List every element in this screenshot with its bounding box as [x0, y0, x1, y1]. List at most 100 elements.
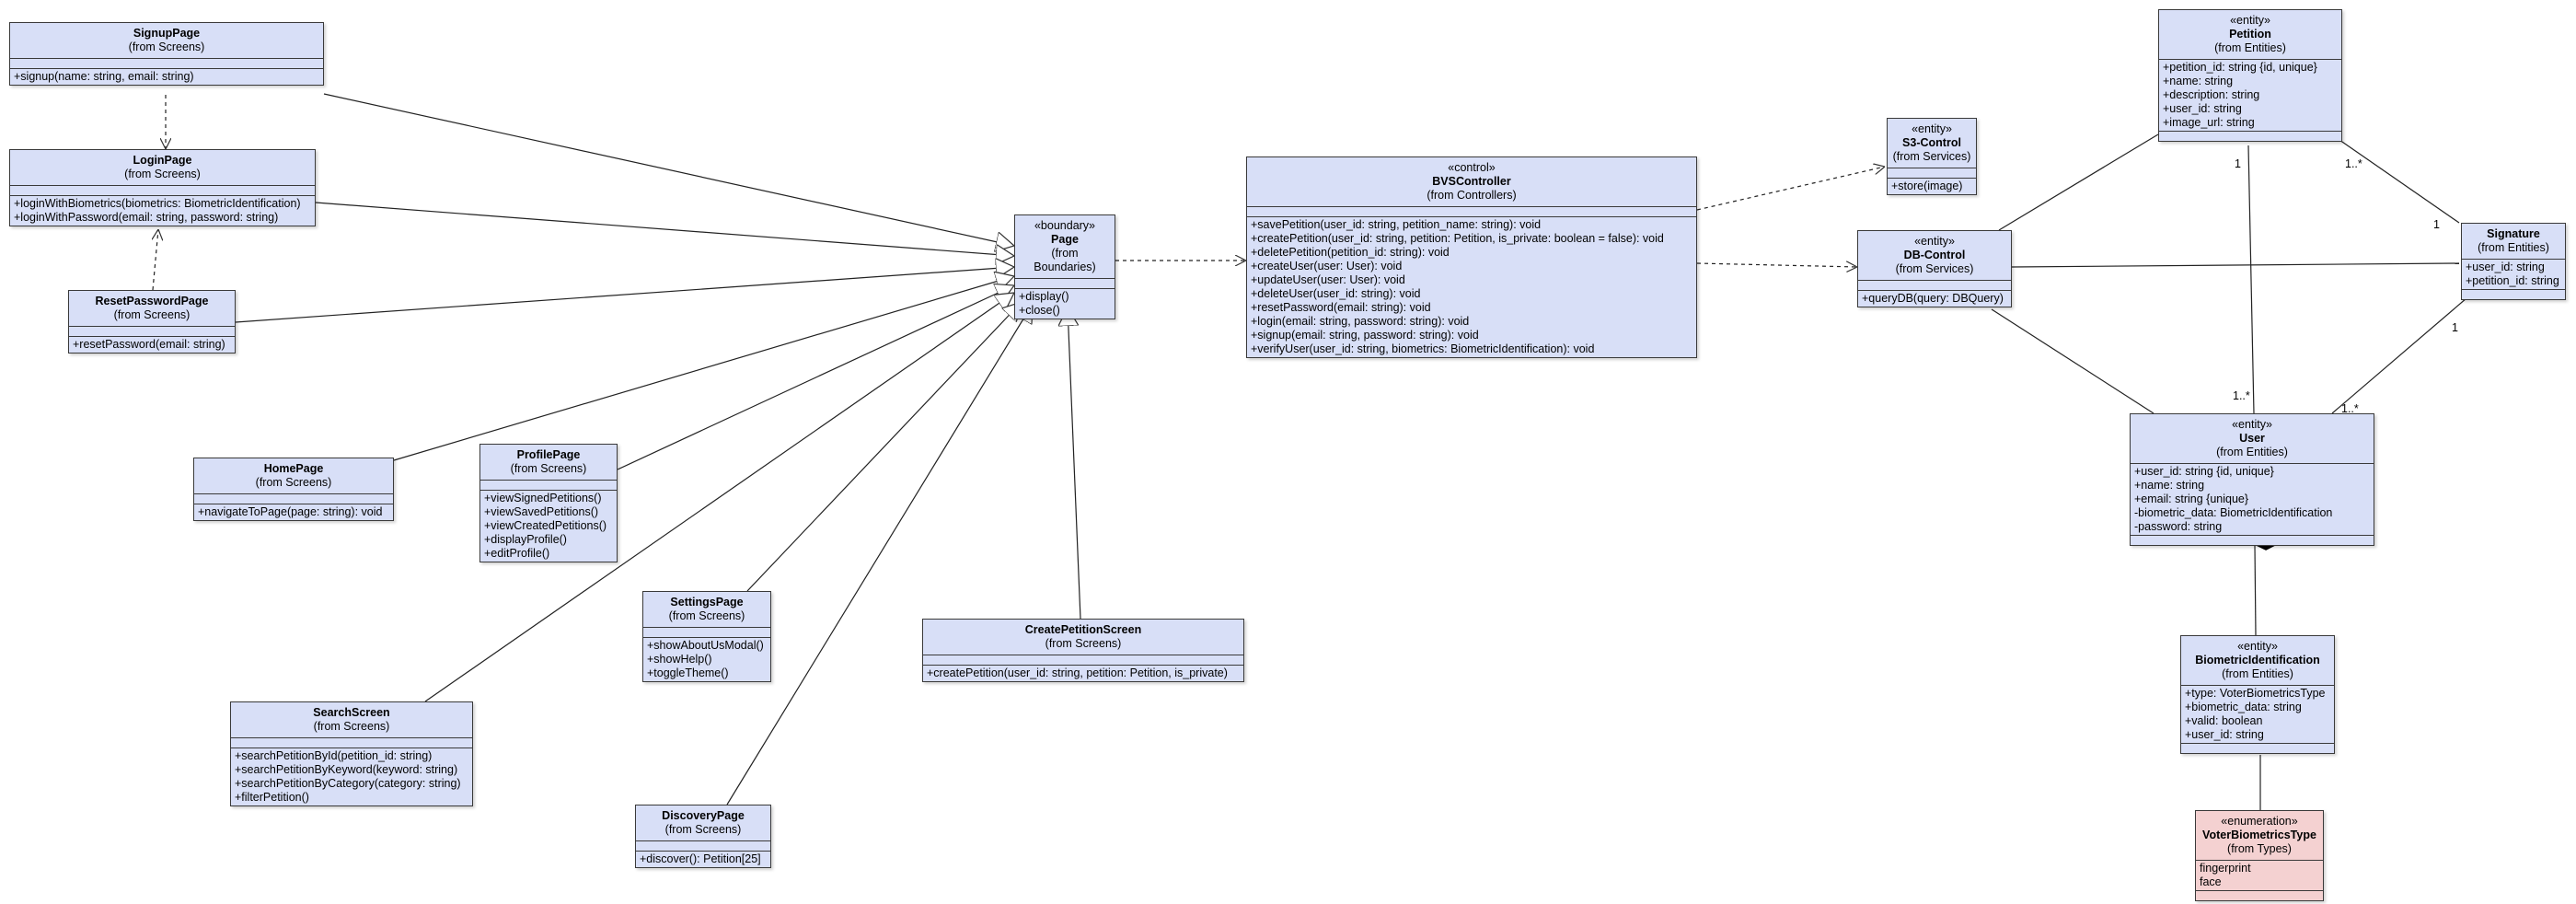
class-package: (from Screens): [255, 476, 332, 489]
class-operation: +resetPassword(email: string): void: [1251, 301, 1431, 314]
class-db-control[interactable]: «entity»DB-Control(from Services) +queryD…: [1857, 230, 2012, 307]
generalization-login-page: [315, 202, 1014, 256]
class-header: ResetPasswordPage(from Screens): [69, 291, 235, 327]
class-signup-page[interactable]: SignupPage(from Screens) +signup(name: st…: [9, 22, 324, 86]
class-operation: +searchPetitionByKeyword(keyword: string…: [235, 763, 458, 776]
class-header: «control»BVSController(from Controllers): [1247, 157, 1696, 207]
class-header: SettingsPage(from Screens): [643, 592, 770, 628]
class-attributes: [1247, 207, 1696, 217]
class-header: «entity»Petition(from Entities): [2159, 10, 2341, 60]
class-operation: +signup(name: string, email: string): [14, 70, 194, 83]
class-package: (from Types): [2227, 842, 2292, 855]
class-signature[interactable]: Signature(from Entities)+user_id: string…: [2461, 223, 2566, 300]
class-home-page[interactable]: HomePage(from Screens) +navigateToPage(pa…: [193, 458, 394, 521]
composition-user-bio: [2254, 539, 2277, 636]
class-attributes: [231, 738, 472, 748]
class-operation: +verifyUser(user_id: string, biometrics:…: [1251, 342, 1595, 355]
class-attribute: +petition_id: string: [2466, 274, 2559, 287]
class-attributes: [10, 59, 323, 69]
class-operation: +deleteUser(user_id: string): void: [1251, 287, 1421, 300]
class-attribute: -password: string: [2134, 520, 2223, 533]
class-page[interactable]: «boundary»Page(from Boundaries)+display(…: [1014, 214, 1115, 319]
class-operation: +deletePetition(petition_id: string): vo…: [1251, 246, 1450, 259]
class-header: SignupPage(from Screens): [10, 23, 323, 59]
class-name: SettingsPage: [670, 596, 744, 608]
class-reset-password-page[interactable]: ResetPasswordPage(from Screens)+resetPas…: [68, 290, 236, 353]
class-attributes: +user_id: string+petition_id: string: [2462, 260, 2565, 290]
class-attribute: +description: string: [2163, 88, 2260, 101]
class-header: SearchScreen(from Screens): [231, 702, 472, 738]
class-profile-page[interactable]: ProfilePage(from Screens)+viewSignedPeti…: [479, 444, 618, 562]
class-attributes: [1015, 279, 1115, 289]
class-operations: +searchPetitionById(petition_id: string)…: [231, 748, 472, 805]
class-header: DiscoveryPage(from Screens): [636, 805, 770, 841]
class-create-petition-screen[interactable]: CreatePetitionScreen(from Screens)+creat…: [922, 619, 1244, 682]
class-operation: +editProfile(): [484, 547, 550, 560]
class-attribute: +user_id: string {id, unique}: [2134, 465, 2274, 478]
class-bvs-controller[interactable]: «control»BVSController(from Controllers)…: [1246, 156, 1697, 358]
class-attributes: [923, 655, 1243, 666]
class-operations: +viewSignedPetitions()+viewSavedPetition…: [480, 491, 617, 562]
class-user[interactable]: «entity»User(from Entities)+user_id: str…: [2130, 413, 2374, 546]
association-petition-signature: [2339, 139, 2460, 224]
class-stereotype: «boundary»: [1034, 219, 1096, 232]
class-name: DB-Control: [1903, 249, 1966, 261]
generalization-discovery-page: [726, 304, 1033, 805]
multiplicity-label: 1..*: [2233, 389, 2250, 402]
class-attributes: [643, 628, 770, 638]
class-package: (from Entities): [2214, 41, 2286, 54]
class-operation: +displayProfile(): [484, 533, 567, 546]
class-petition[interactable]: «entity»Petition(from Entities)+petition…: [2158, 9, 2342, 142]
class-package: (from Screens): [128, 41, 205, 53]
association-db-petition: [1998, 133, 2159, 231]
dependency-bvs-s3: [1696, 167, 1885, 211]
generalization-search-page: [424, 293, 1014, 702]
class-name: SearchScreen: [313, 706, 390, 719]
class-discovery-page[interactable]: DiscoveryPage(from Screens) +discover(): …: [635, 805, 771, 868]
class-stereotype: «entity»: [2230, 14, 2270, 27]
class-s3-control[interactable]: «entity»S3-Control(from Services)+store(…: [1887, 118, 1977, 195]
generalization-home-page: [393, 276, 1014, 461]
class-name: BiometricIdentification: [2195, 654, 2320, 666]
class-attribute: face: [2200, 875, 2222, 888]
class-login-page[interactable]: LoginPage(from Screens)+loginWithBiometr…: [9, 149, 316, 226]
class-attributes: +user_id: string {id, unique}+name: stri…: [2131, 464, 2374, 536]
class-header: «entity»DB-Control(from Services): [1858, 231, 2011, 281]
enum-voter-biometrics-type[interactable]: «enumeration»VoterBiometricsType(from Ty…: [2195, 810, 2324, 901]
generalization-profile-page: [617, 285, 1014, 470]
class-package: (from Screens): [313, 720, 390, 733]
multiplicity-label: 1: [2235, 157, 2241, 170]
class-attributes: [194, 494, 393, 504]
class-attribute: +type: VoterBiometricsType: [2185, 687, 2326, 700]
class-header: «enumeration»VoterBiometricsType(from Ty…: [2196, 811, 2323, 861]
class-package: (from Screens): [664, 823, 742, 836]
class-package: (from Boundaries): [1034, 247, 1096, 273]
class-operations: [2159, 132, 2341, 141]
class-search-screen[interactable]: SearchScreen(from Screens) +searchPetitio…: [230, 701, 473, 806]
class-header: HomePage(from Screens): [194, 458, 393, 494]
class-operations: +loginWithBiometrics(biometrics: Biometr…: [10, 196, 315, 226]
class-attribute: fingerprint: [2200, 862, 2251, 875]
class-name: ProfilePage: [516, 448, 581, 461]
dependency-bvs-db: [1696, 263, 1857, 267]
class-attribute: +image_url: string: [2163, 116, 2255, 129]
class-operation: +navigateToPage(page: string): void: [198, 505, 383, 518]
class-operation: +viewSavedPetitions(): [484, 505, 599, 518]
multiplicity-label: 1: [2433, 218, 2440, 231]
class-package: (from Entities): [2222, 667, 2293, 680]
class-operations: [2181, 744, 2334, 753]
class-attribute: +user_id: string: [2185, 728, 2264, 741]
class-package: (from Services): [1895, 262, 1974, 275]
class-name: HomePage: [263, 462, 324, 475]
class-settings-page[interactable]: SettingsPage(from Screens)+showAboutUsMo…: [642, 591, 771, 682]
class-name: CreatePetitionScreen: [1024, 623, 1142, 636]
class-operation: +queryDB(query: DBQuery): [1862, 292, 2004, 305]
class-package: (from Screens): [1045, 637, 1122, 650]
class-operations: +navigateToPage(page: string): void: [194, 504, 393, 520]
class-header: «entity»User(from Entities): [2131, 414, 2374, 464]
generalization-signup-page: [323, 93, 1014, 246]
class-attributes: [69, 327, 235, 337]
class-biometric-identification[interactable]: «entity»BiometricIdentification(from Ent…: [2180, 635, 2335, 754]
class-operation: +discover(): Petition[25]: [640, 852, 761, 865]
